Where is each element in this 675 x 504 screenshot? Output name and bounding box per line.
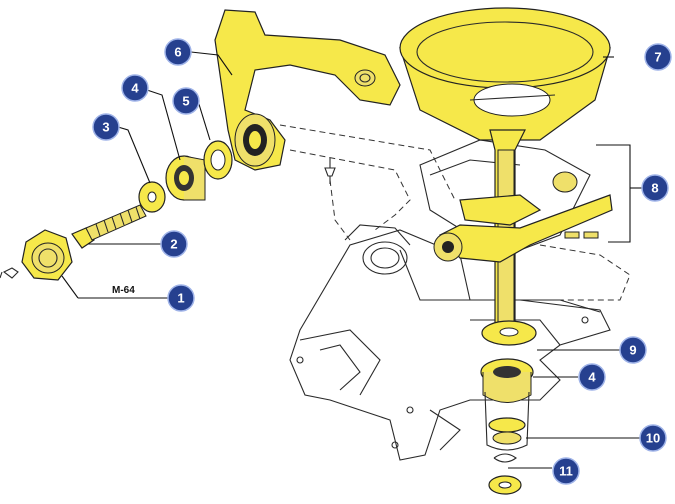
svg-text:5: 5 xyxy=(182,94,189,109)
svg-text:7: 7 xyxy=(654,50,661,65)
svg-text:6: 6 xyxy=(174,45,181,60)
callout-4-upper: 4 xyxy=(121,74,149,102)
washer-9 xyxy=(481,320,537,346)
left-parts-stack xyxy=(0,140,233,281)
callout-1: 1 xyxy=(167,284,195,312)
callout-10: 10 xyxy=(639,424,667,452)
sleeve-10 xyxy=(484,391,530,451)
callout-8: 8 xyxy=(641,174,669,202)
spring-seat-funnel xyxy=(399,7,611,141)
svg-text:9: 9 xyxy=(629,343,636,358)
callout-4-lower: 4 xyxy=(578,363,606,391)
callout-5: 5 xyxy=(172,87,200,115)
svg-text:11: 11 xyxy=(559,464,573,479)
chassis-frame xyxy=(289,224,611,461)
bushing-lower xyxy=(480,358,534,403)
svg-text:8: 8 xyxy=(651,181,658,196)
svg-text:3: 3 xyxy=(102,120,109,135)
callout-6: 6 xyxy=(164,38,192,66)
svg-text:10: 10 xyxy=(646,431,660,446)
part-code-label: M-64 xyxy=(112,285,135,296)
callout-2: 2 xyxy=(160,230,188,258)
part-code: M-64 xyxy=(61,275,170,299)
snap-ring-11 xyxy=(488,453,522,495)
grease-fitting xyxy=(324,158,336,184)
callout-7: 7 xyxy=(644,43,672,71)
svg-text:1: 1 xyxy=(177,291,184,306)
callout-3: 3 xyxy=(92,113,120,141)
callout-11: 11 xyxy=(552,457,580,485)
svg-text:4: 4 xyxy=(131,81,139,96)
lower-link-arm xyxy=(433,194,613,263)
leader-lines xyxy=(88,51,642,469)
svg-text:4: 4 xyxy=(588,370,596,385)
callout-9: 9 xyxy=(619,336,647,364)
svg-text:2: 2 xyxy=(170,237,177,252)
upper-control-arm xyxy=(214,9,401,171)
phantom-lines xyxy=(279,124,631,301)
